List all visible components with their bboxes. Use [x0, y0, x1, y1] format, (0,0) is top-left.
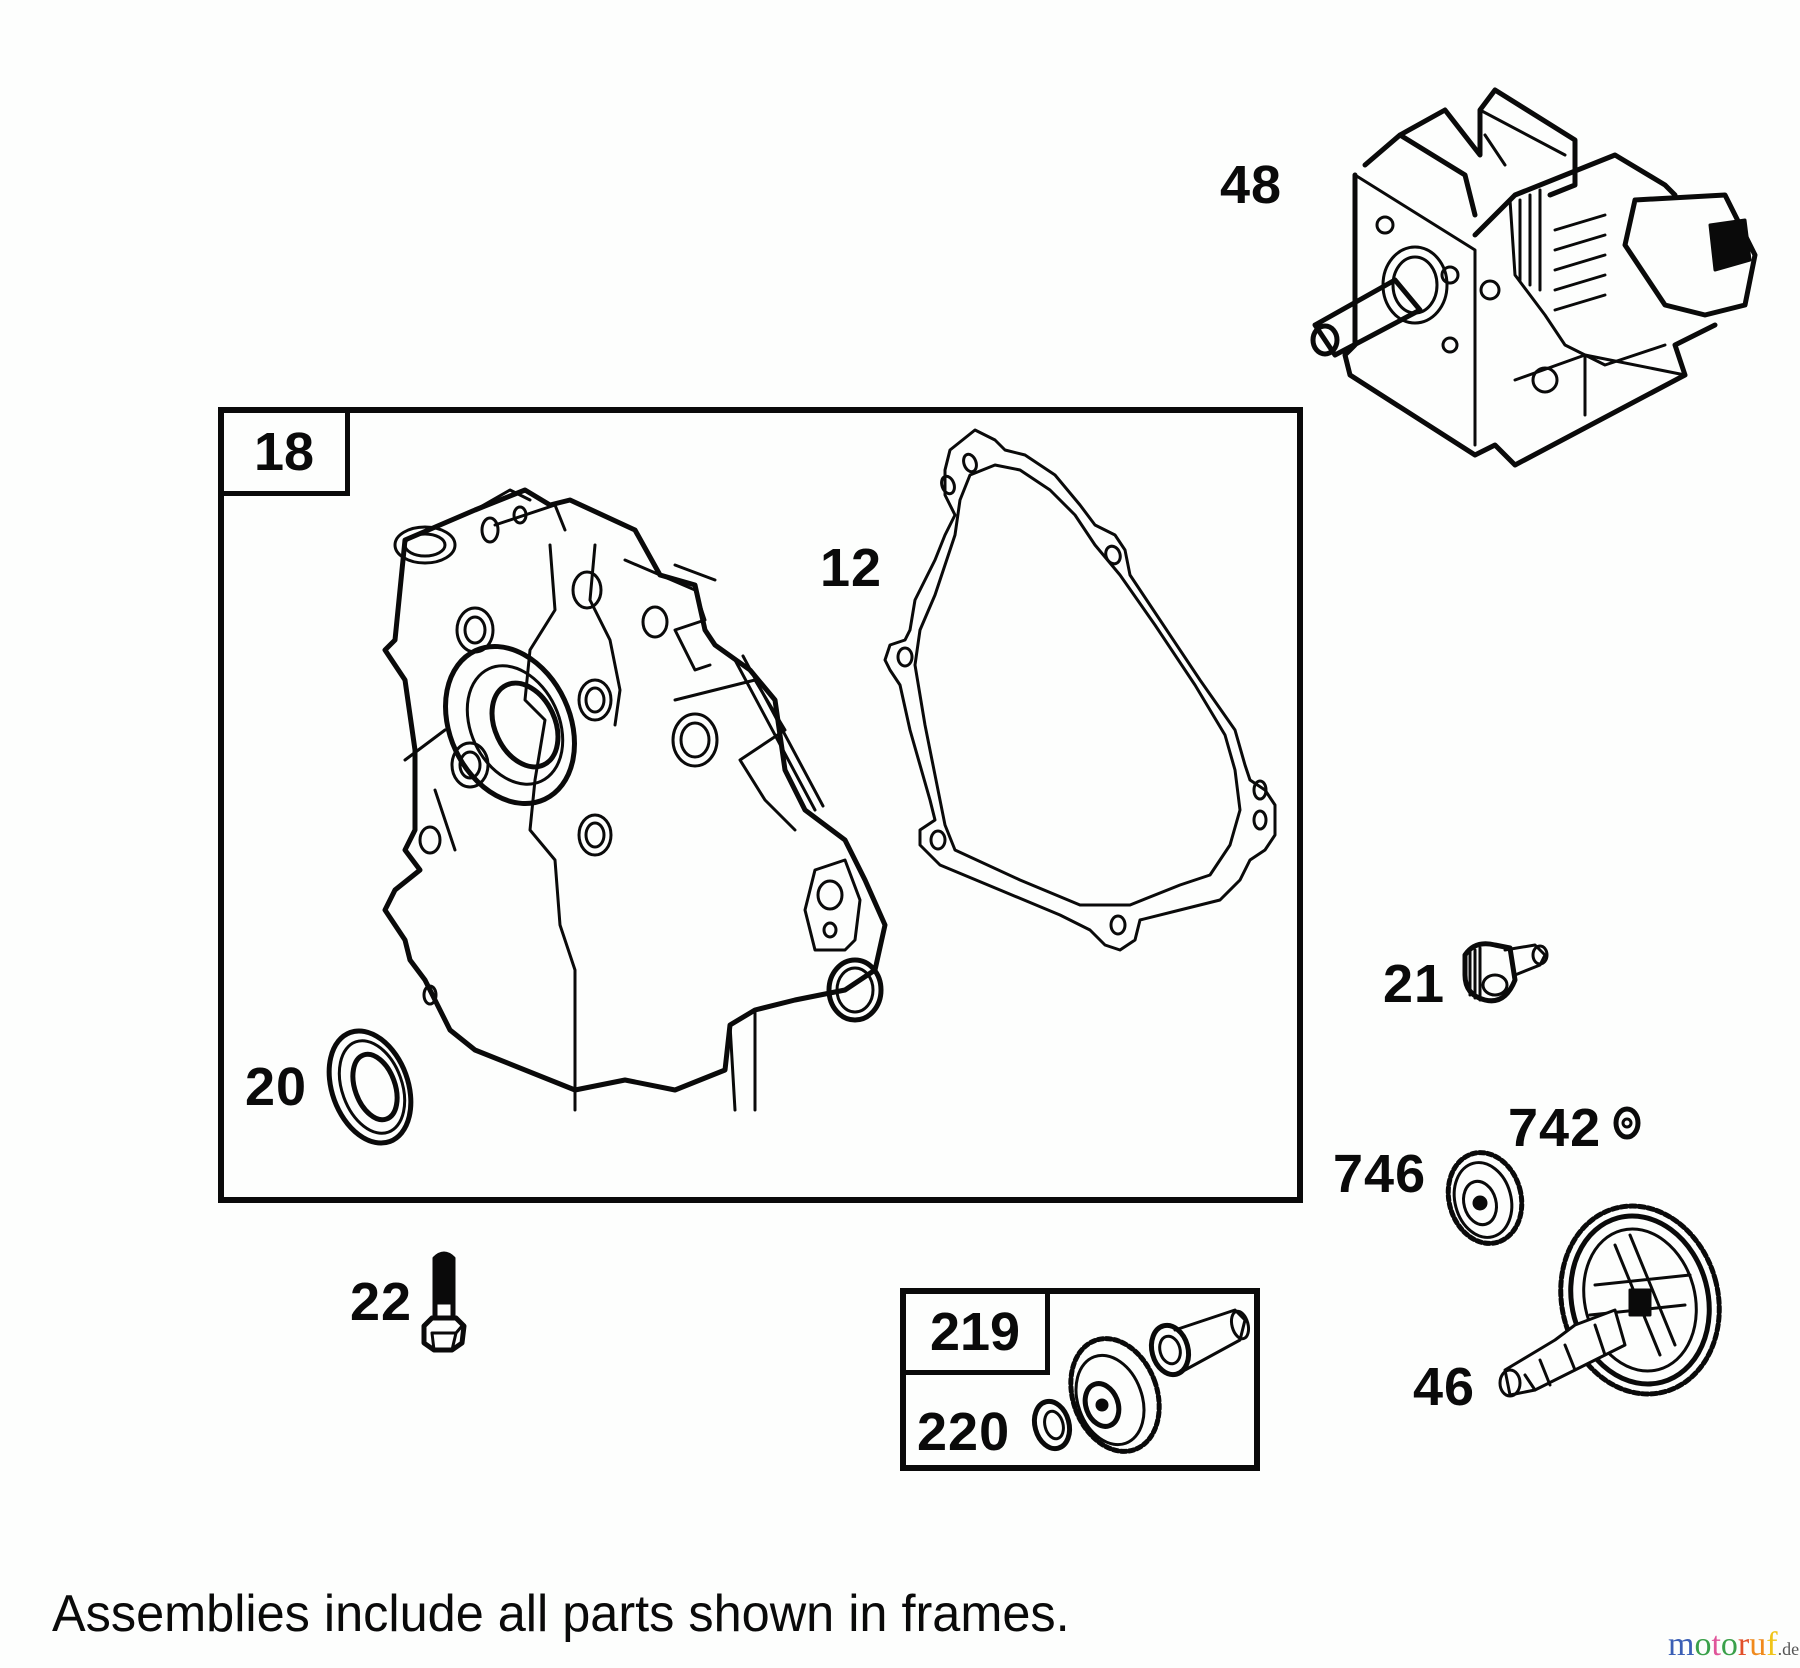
governor-assembly-drawing	[1031, 1308, 1251, 1454]
gasket-drawing	[883, 428, 1277, 952]
frame-18-label: 18	[253, 421, 315, 482]
watermark-letter: o	[1720, 1626, 1738, 1663]
callout-746: 746	[1333, 1144, 1427, 1204]
frame-219-label-box: 219	[905, 1293, 1050, 1375]
watermark-letter: f	[1766, 1626, 1778, 1663]
frame-219: 219	[900, 1288, 1260, 1471]
callout-20: 20	[245, 1057, 308, 1117]
oil-seal-drawing	[326, 1028, 414, 1146]
callout-46: 46	[1413, 1357, 1476, 1417]
callout-12: 12	[820, 538, 883, 598]
bolt-drawing	[421, 1251, 467, 1353]
gear-746-drawing	[1445, 1150, 1525, 1246]
watermark-letter: m	[1668, 1626, 1695, 1663]
callout-21: 21	[1383, 954, 1446, 1014]
watermark-letter: o	[1694, 1626, 1712, 1663]
caption: Assemblies include all parts shown in fr…	[52, 1585, 1070, 1643]
retainer-drawing	[1613, 1106, 1641, 1140]
callout-742: 742	[1508, 1098, 1602, 1158]
watermark-logo: motoruf.de	[1668, 1628, 1799, 1662]
plug-drawing	[1462, 941, 1549, 1004]
camshaft-drawing	[1498, 1203, 1722, 1398]
watermark-suffix: .de	[1777, 1639, 1800, 1659]
frame-219-label: 219	[929, 1301, 1021, 1362]
callout-48: 48	[1220, 155, 1283, 215]
watermark-letter: t	[1711, 1626, 1721, 1663]
crankcase-cover-drawing	[382, 487, 888, 1112]
engine-assembly-drawing	[1310, 87, 1758, 468]
watermark-letter: r	[1737, 1626, 1750, 1663]
watermark-letter: u	[1749, 1626, 1767, 1663]
callout-22: 22	[350, 1272, 413, 1332]
callout-220: 220	[917, 1402, 1011, 1462]
frame-18: 18	[218, 407, 1303, 1203]
frame-18-label-box: 18	[223, 412, 350, 496]
